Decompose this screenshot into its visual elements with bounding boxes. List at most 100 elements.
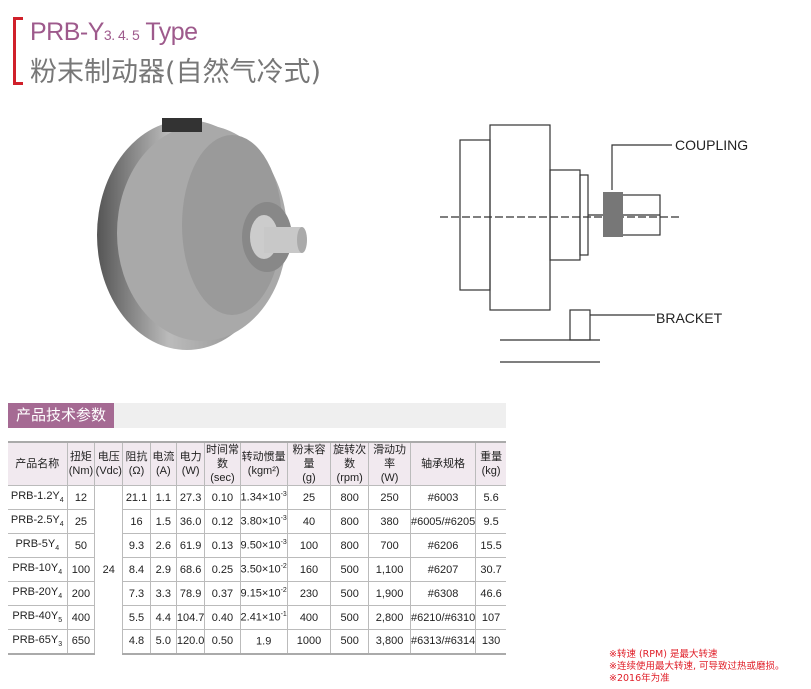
coupling-label: COUPLING — [675, 137, 749, 153]
rpm-cell: 800 — [330, 509, 369, 534]
kg-cell: 46.6 — [475, 581, 506, 606]
tc-cell: 0.40 — [204, 605, 241, 630]
ohm-cell: 16 — [122, 509, 151, 534]
kg-cell: 9.5 — [475, 509, 506, 534]
bearing-cell: #6005/#6205 — [409, 509, 476, 534]
amp-cell: 2.9 — [149, 557, 177, 582]
column-header-unit: (W) — [181, 465, 200, 477]
ohm-cell: 8.4 — [122, 557, 151, 582]
column-header: 粉末容量 (g) — [286, 441, 331, 486]
amp-cell: 1.1 — [149, 485, 177, 510]
column-header-label: 时间常数 — [205, 444, 239, 470]
column-header: 重量 (kg) — [475, 441, 506, 486]
inertia-cell: 3.80×10-3 — [239, 509, 288, 534]
bearing-cell: #6313/#6314 — [409, 629, 476, 655]
note: ※转速 (RPM) 是最大转速 — [609, 649, 718, 660]
kg-cell: 107 — [475, 605, 506, 630]
watt-cell: 120.0 — [175, 629, 205, 655]
column-header-label: 粉末容量 — [292, 444, 326, 470]
note: ※2016年为准 — [609, 673, 670, 684]
torque-cell: 200 — [66, 581, 95, 606]
column-header: 扭矩(Nm) — [66, 441, 95, 486]
amp-cell: 2.6 — [149, 533, 177, 558]
tc-cell: 0.37 — [204, 581, 241, 606]
amp-cell: 3.3 — [149, 581, 177, 606]
section-header: 产品技术参数 — [8, 403, 506, 428]
title-bracket — [13, 17, 23, 85]
powder-cell: 160 — [286, 557, 331, 582]
ohm-cell: 9.3 — [122, 533, 151, 558]
column-header: 产品名称 — [8, 441, 68, 486]
slip-cell: 2,800 — [368, 605, 411, 630]
tc-cell: 0.50 — [204, 629, 241, 655]
rpm-cell: 500 — [330, 581, 369, 606]
installation-diagram — [440, 124, 680, 363]
inertia-cell: 9.50×10-3 — [239, 533, 288, 558]
kg-cell: 30.7 — [475, 557, 506, 582]
column-header: 电流 (A) — [149, 441, 177, 486]
torque-cell: 650 — [66, 629, 95, 655]
bracket-label: BRACKET — [656, 310, 723, 326]
powder-cell: 40 — [286, 509, 331, 534]
ohm-cell: 21.1 — [122, 485, 151, 510]
torque-cell: 100 — [66, 557, 95, 582]
voltage-cell: 24 — [94, 485, 123, 654]
column-header-label: 产品名称 — [15, 458, 60, 470]
product-subtitle: 粉末制动器(自然气冷式) — [30, 57, 322, 88]
torque-cell: 400 — [66, 605, 95, 630]
column-header-unit: (rpm) — [336, 472, 363, 484]
column-header-label: 电流 — [152, 451, 175, 463]
tc-cell: 0.12 — [204, 509, 241, 534]
column-header-label: 滑动功率 — [373, 444, 407, 470]
kg-cell: 5.6 — [475, 485, 506, 510]
powder-cell: 1000 — [286, 629, 331, 655]
ohm-cell: 4.8 — [122, 629, 151, 655]
column-header-label: 转动惯量 — [241, 451, 286, 463]
kg-cell: 15.5 — [475, 533, 506, 558]
inertia-cell: 1.34×10-3 — [239, 485, 288, 510]
amp-cell: 4.4 — [149, 605, 177, 630]
column-header-unit: (sec) — [210, 472, 235, 484]
footnotes: ※转速 (RPM) 是最大转速 ※连续使用最大转速, 可导致过热或磨损。 ※20… — [609, 649, 785, 685]
powder-cell: 230 — [286, 581, 331, 606]
model-cell: PRB-1.2Y4 — [8, 485, 68, 510]
column-header-label: 阻抗 — [125, 451, 148, 463]
column-header: 电力(W) — [175, 441, 205, 486]
powder-cell: 400 — [286, 605, 331, 630]
inertia-cell: 2.41×10-1 — [239, 605, 288, 630]
ohm-cell: 5.5 — [122, 605, 151, 630]
column-header: 轴承规格 — [409, 441, 476, 486]
note: ※连续使用最大转速, 可导致过热或磨损。 — [609, 661, 785, 672]
column-header-label: 轴承规格 — [421, 458, 466, 470]
column-header-unit: (g) — [302, 472, 316, 484]
column-header-label: 重量 — [480, 451, 503, 463]
column-header-label: 扭矩 — [69, 451, 92, 463]
column-header-unit: (kg) — [481, 465, 501, 477]
bearing-cell: #6206 — [409, 533, 476, 558]
model-cell: PRB-5Y4 — [8, 533, 68, 558]
bearing-cell: #6003 — [409, 485, 476, 510]
column-header-unit: (A) — [155, 465, 171, 477]
tc-cell: 0.25 — [204, 557, 241, 582]
column-header-label: 电压 — [97, 451, 120, 463]
watt-cell: 68.6 — [175, 557, 205, 582]
column-header-label: 旋转次数 — [333, 444, 367, 470]
tc-cell: 0.10 — [204, 485, 241, 510]
column-header: 阻抗(Ω) — [122, 441, 151, 486]
model-cell: PRB-20Y4 — [8, 581, 68, 606]
watt-cell: 27.3 — [175, 485, 205, 510]
bearing-cell: #6210/#6310 — [409, 605, 476, 630]
ohm-cell: 7.3 — [122, 581, 151, 606]
rpm-cell: 500 — [330, 605, 369, 630]
torque-cell: 12 — [66, 485, 95, 510]
slip-cell: 250 — [368, 485, 411, 510]
column-header: 时间常数 (sec) — [204, 441, 241, 486]
model-cell: PRB-65Y3 — [8, 629, 68, 655]
watt-cell: 78.9 — [175, 581, 205, 606]
torque-cell: 25 — [66, 509, 95, 534]
